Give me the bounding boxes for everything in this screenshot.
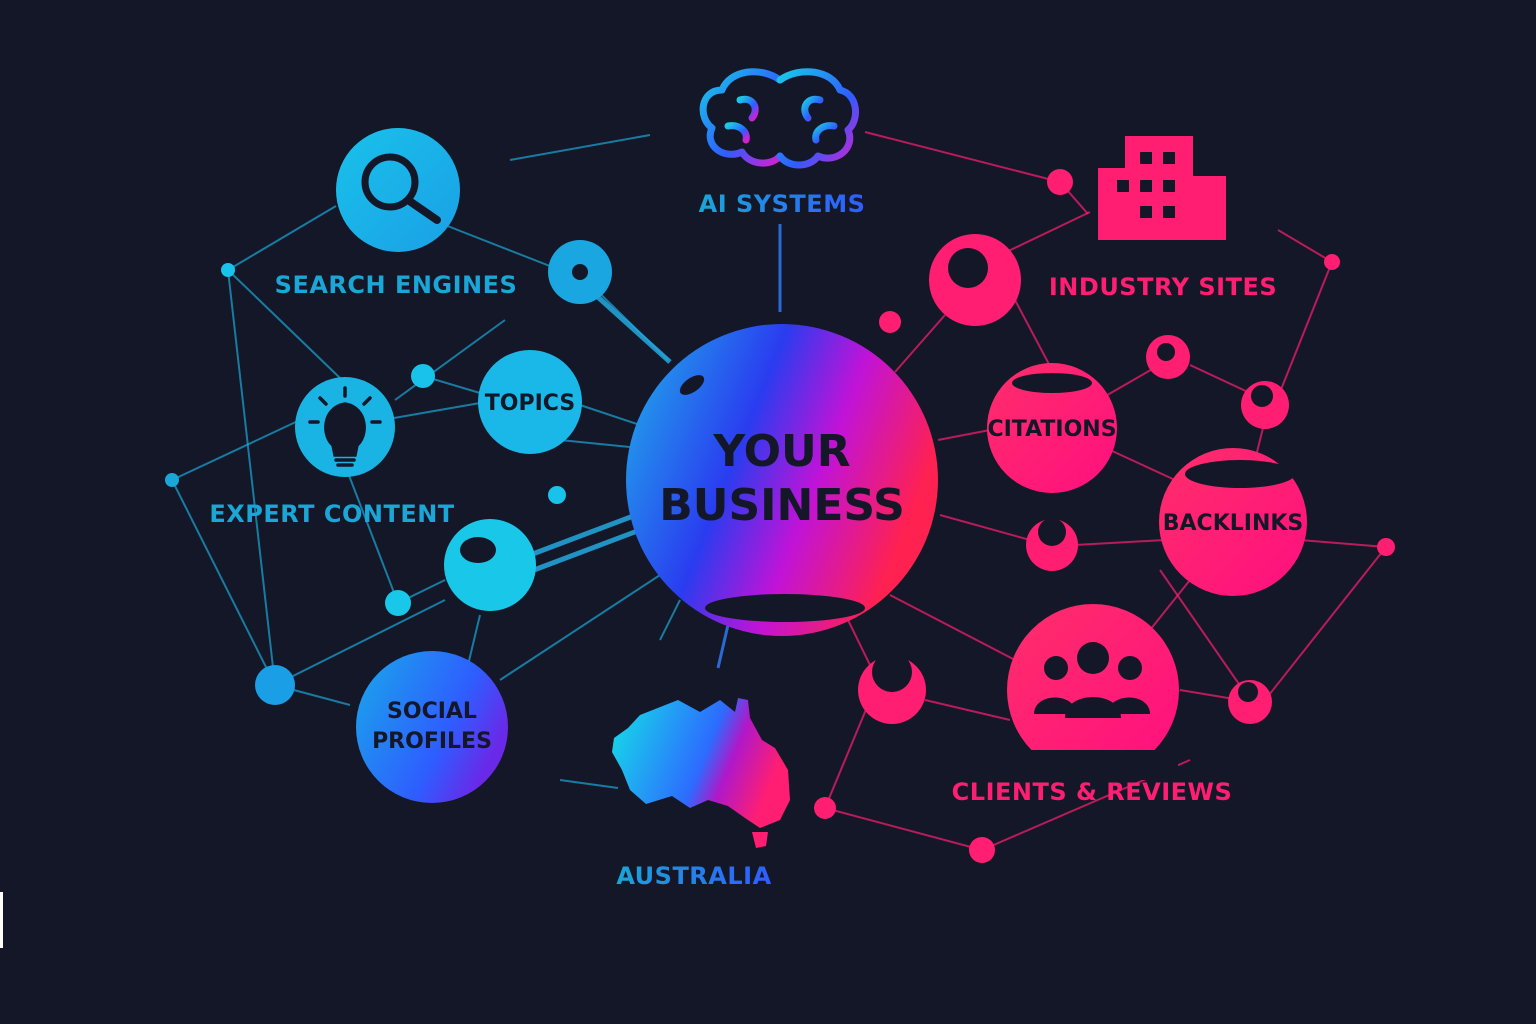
ring-node-social [444, 519, 536, 611]
social-profiles-label-line1: SOCIAL [387, 699, 477, 724]
clients-reviews-label: CLIENTS & REVIEWS [952, 778, 1233, 806]
topics-label: TOPICS [485, 391, 575, 416]
search-engines-node [336, 128, 460, 252]
your-business-label-line2: BUSINESS [659, 480, 905, 531]
australia-label: AUSTRALIA [616, 862, 771, 890]
warm-edges [824, 131, 1387, 851]
edge-marker [0, 892, 3, 948]
topics-node: TOPICS [478, 350, 582, 454]
backlinks-node: BACKLINKS [1159, 448, 1307, 596]
ring-node-search [548, 240, 612, 304]
ring-node-clients-small [1228, 680, 1272, 724]
social-profiles-node: SOCIAL PROFILES [356, 651, 508, 803]
citations-label: CITATIONS [987, 417, 1116, 442]
ring-node-backlinks-small [1241, 381, 1289, 429]
ring-node-bottom [858, 652, 926, 724]
clients-reviews-node [1007, 604, 1179, 780]
brain-icon [699, 68, 859, 169]
backlinks-label: BACKLINKS [1163, 511, 1304, 536]
search-engines-label: SEARCH ENGINES [275, 271, 518, 299]
connector-dots [165, 169, 1395, 863]
australia-map-icon [612, 698, 790, 848]
building-icon [1098, 136, 1226, 240]
lightbulb-icon [308, 386, 382, 467]
industry-sites-label: INDUSTRY SITES [1049, 273, 1277, 301]
expert-content-label: EXPERT CONTENT [209, 500, 454, 528]
magnifier-icon [361, 153, 441, 224]
social-profiles-label-line2: PROFILES [372, 729, 492, 754]
ai-systems-label: AI SYSTEMS [699, 190, 866, 218]
ring-node-industry [929, 234, 1021, 326]
your-business-label-line1: YOUR [712, 426, 850, 477]
people-group-icon [1034, 642, 1150, 718]
ring-nodes [444, 234, 1289, 724]
your-business-node: YOUR BUSINESS [626, 324, 938, 636]
expert-content-node [295, 377, 395, 477]
ring-node-citations-small [1146, 335, 1190, 379]
citations-node: CITATIONS [987, 363, 1117, 493]
ring-node-mid [1026, 518, 1078, 571]
